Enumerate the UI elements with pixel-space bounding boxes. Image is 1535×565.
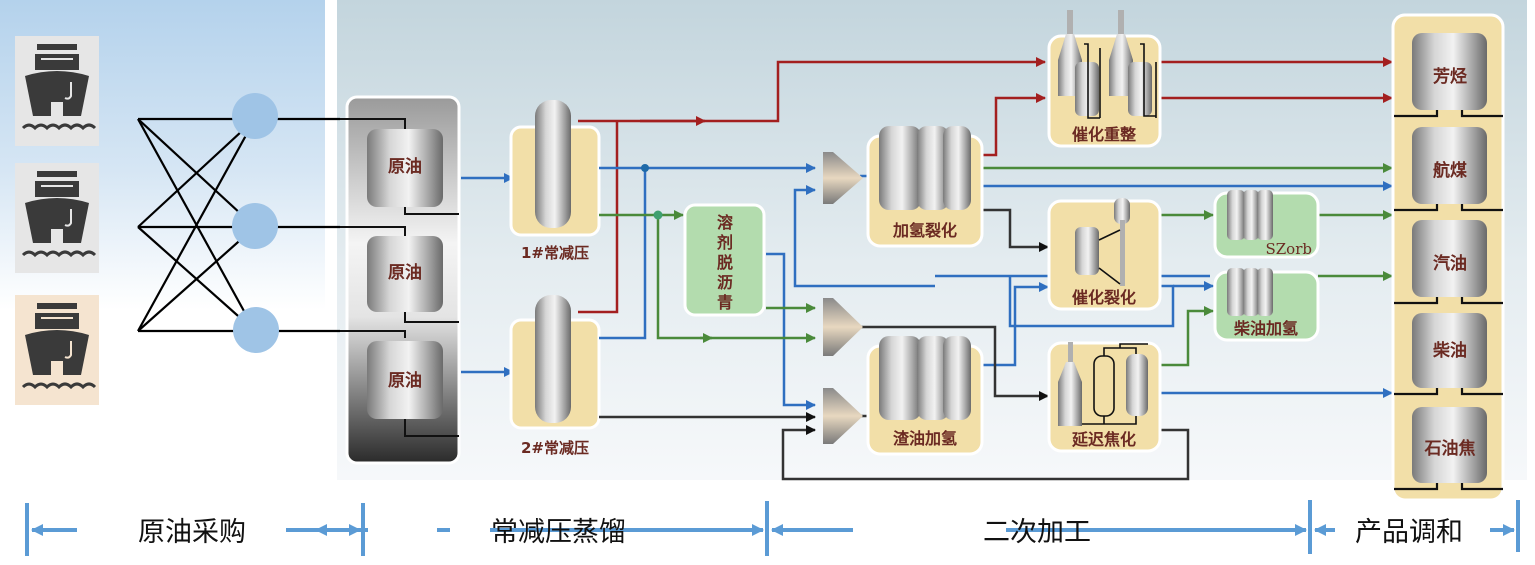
- product-tank[interactable]: [1412, 313, 1487, 388]
- mixer: [823, 152, 863, 204]
- diesel-hydrotreating-unit[interactable]: [1213, 268, 1320, 342]
- distillation-unit-1[interactable]: [509, 100, 601, 237]
- szorb-unit[interactable]: [1213, 190, 1320, 259]
- delayed-coking-unit[interactable]: [1047, 341, 1162, 453]
- hydrocracking-label: 加氢裂化: [892, 221, 957, 240]
- procurement-network: [137, 117, 340, 333]
- stage-label-procurement: 原油采购: [138, 517, 246, 548]
- crude-tank-label: 原油: [388, 262, 422, 283]
- product-label: 石油焦: [1424, 438, 1476, 459]
- deasphalting-label-char: 青: [717, 293, 733, 312]
- crude-tank-label: 原油: [388, 370, 422, 391]
- product-tank[interactable]: [1412, 33, 1487, 110]
- stage-label-product-blending: 产品调和: [1355, 517, 1463, 548]
- product-label: 芳烃: [1433, 66, 1467, 87]
- distillation-unit-label: 2#常减压: [521, 439, 589, 457]
- delayed-coking-label: 延迟焦化: [1071, 430, 1136, 449]
- ship-icon: [15, 163, 99, 273]
- deasphalting-label-char: 剂: [717, 233, 733, 252]
- deasphalting-label-char: 脱: [717, 253, 733, 272]
- reforming-label: 催化重整: [1072, 125, 1136, 144]
- product-tank[interactable]: [1412, 127, 1487, 204]
- reforming-unit[interactable]: [1047, 10, 1162, 148]
- crude-tank[interactable]: [367, 236, 443, 312]
- deasphalting-label-char: 沥: [717, 273, 733, 292]
- distillation-unit-2[interactable]: [509, 295, 601, 430]
- stage-label-distillation: 常减压蒸馏: [491, 517, 626, 548]
- distillation-unit-label: 1#常减压: [521, 244, 589, 262]
- mixer: [823, 298, 863, 356]
- resid-hydrotreating-unit[interactable]: [866, 336, 984, 456]
- crude-tank[interactable]: [367, 341, 443, 419]
- product-label: 汽油: [1433, 253, 1467, 274]
- port-node: [232, 203, 278, 249]
- stage-label-secondary-processing: 二次加工: [983, 517, 1091, 548]
- mixer: [823, 388, 863, 444]
- fcc-label: 催化裂化: [1072, 288, 1136, 307]
- port-node: [233, 307, 279, 353]
- ship-icon: [15, 36, 99, 146]
- resid-hydrotreating-label: 渣油加氢: [893, 429, 957, 448]
- product-tank[interactable]: [1412, 407, 1487, 483]
- fcc-unit[interactable]: [1047, 198, 1162, 311]
- product-label: 柴油: [1432, 340, 1467, 361]
- product-tank[interactable]: [1412, 220, 1487, 297]
- diesel-hydrotreating-label: 柴油加氢: [1233, 319, 1298, 338]
- hydrocracking-unit[interactable]: [866, 126, 984, 248]
- port-node: [232, 93, 278, 139]
- deasphalting-unit[interactable]: [683, 203, 766, 317]
- crude-tank-label: 原油: [388, 156, 422, 177]
- szorb-label: SZorb: [1265, 240, 1312, 258]
- ship-icon: [15, 295, 99, 405]
- product-label: 航煤: [1433, 160, 1467, 181]
- deasphalting-label-char: 溶: [717, 213, 733, 232]
- crude-tank[interactable]: [367, 129, 443, 207]
